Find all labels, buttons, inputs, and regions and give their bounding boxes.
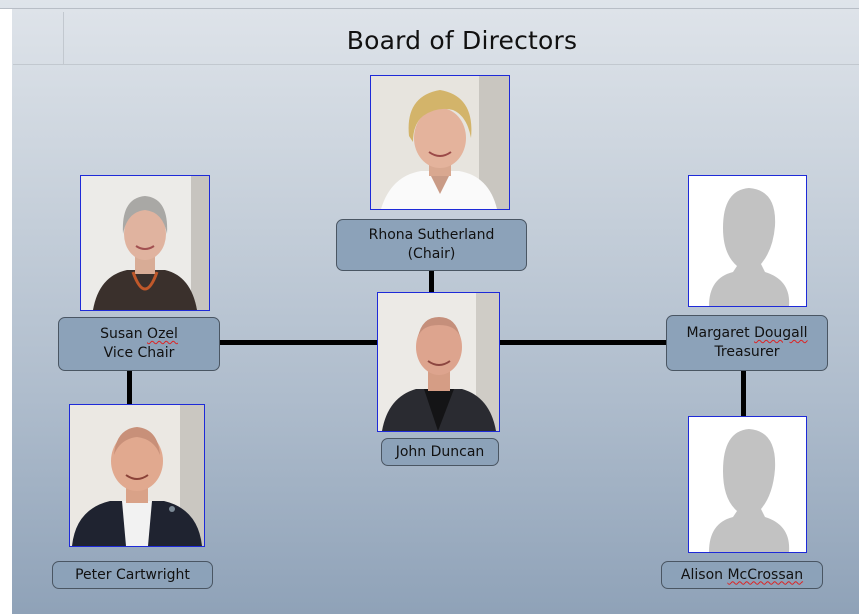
- title-corner: [13, 12, 63, 65]
- box-alison-mccrossan: Alison McCrossan: [661, 561, 823, 589]
- silhouette-icon: [689, 417, 806, 552]
- silhouette-icon: [689, 176, 806, 306]
- photo-rhona-sutherland: [370, 75, 510, 210]
- box-margaret-dougall: Margaret Dougall Treasurer: [666, 315, 828, 371]
- name-label: Rhona Sutherland: [368, 227, 495, 243]
- photo-alison-mccrossan: [688, 416, 807, 553]
- name-first: Susan: [100, 326, 148, 342]
- box-susan-ozel: Susan Ozel Vice Chair: [58, 317, 220, 371]
- title-placeholder: Board of Directors: [13, 12, 859, 65]
- box-john-duncan: John Duncan: [381, 438, 499, 466]
- name-first: Margaret: [686, 325, 755, 341]
- portrait-image: [378, 293, 499, 431]
- portrait-image: [70, 405, 204, 546]
- portrait-image: [371, 76, 509, 209]
- name-label: Susan Ozel: [100, 325, 178, 344]
- role-label: (Chair): [407, 246, 456, 262]
- name-last: McCrossan: [727, 566, 804, 583]
- name-last: Ozel: [147, 326, 178, 342]
- name-label: Peter Cartwright: [75, 566, 190, 583]
- photo-peter-cartwright: [69, 404, 205, 547]
- name-label: Margaret Dougall: [686, 324, 807, 343]
- photo-john-duncan: [377, 292, 500, 432]
- photo-margaret-dougall: [688, 175, 807, 307]
- left-margin: [0, 9, 12, 614]
- connector-right: [741, 370, 746, 416]
- name-label: John Duncan: [395, 443, 485, 460]
- role-label: Treasurer: [714, 344, 780, 360]
- connector-left: [127, 370, 132, 406]
- name-last: Dougall: [754, 325, 808, 341]
- photo-susan-ozel: [80, 175, 210, 311]
- name-label: Alison McCrossan: [681, 566, 803, 585]
- role-label: Vice Chair: [103, 345, 175, 361]
- box-rhona-sutherland: Rhona Sutherland (Chair): [336, 219, 527, 271]
- connector-chair: [429, 270, 434, 294]
- name-first: Alison: [680, 566, 728, 583]
- portrait-image: [81, 176, 209, 310]
- box-peter-cartwright: Peter Cartwright: [52, 561, 213, 589]
- page-title: Board of Directors: [346, 26, 578, 55]
- top-border: [0, 8, 859, 9]
